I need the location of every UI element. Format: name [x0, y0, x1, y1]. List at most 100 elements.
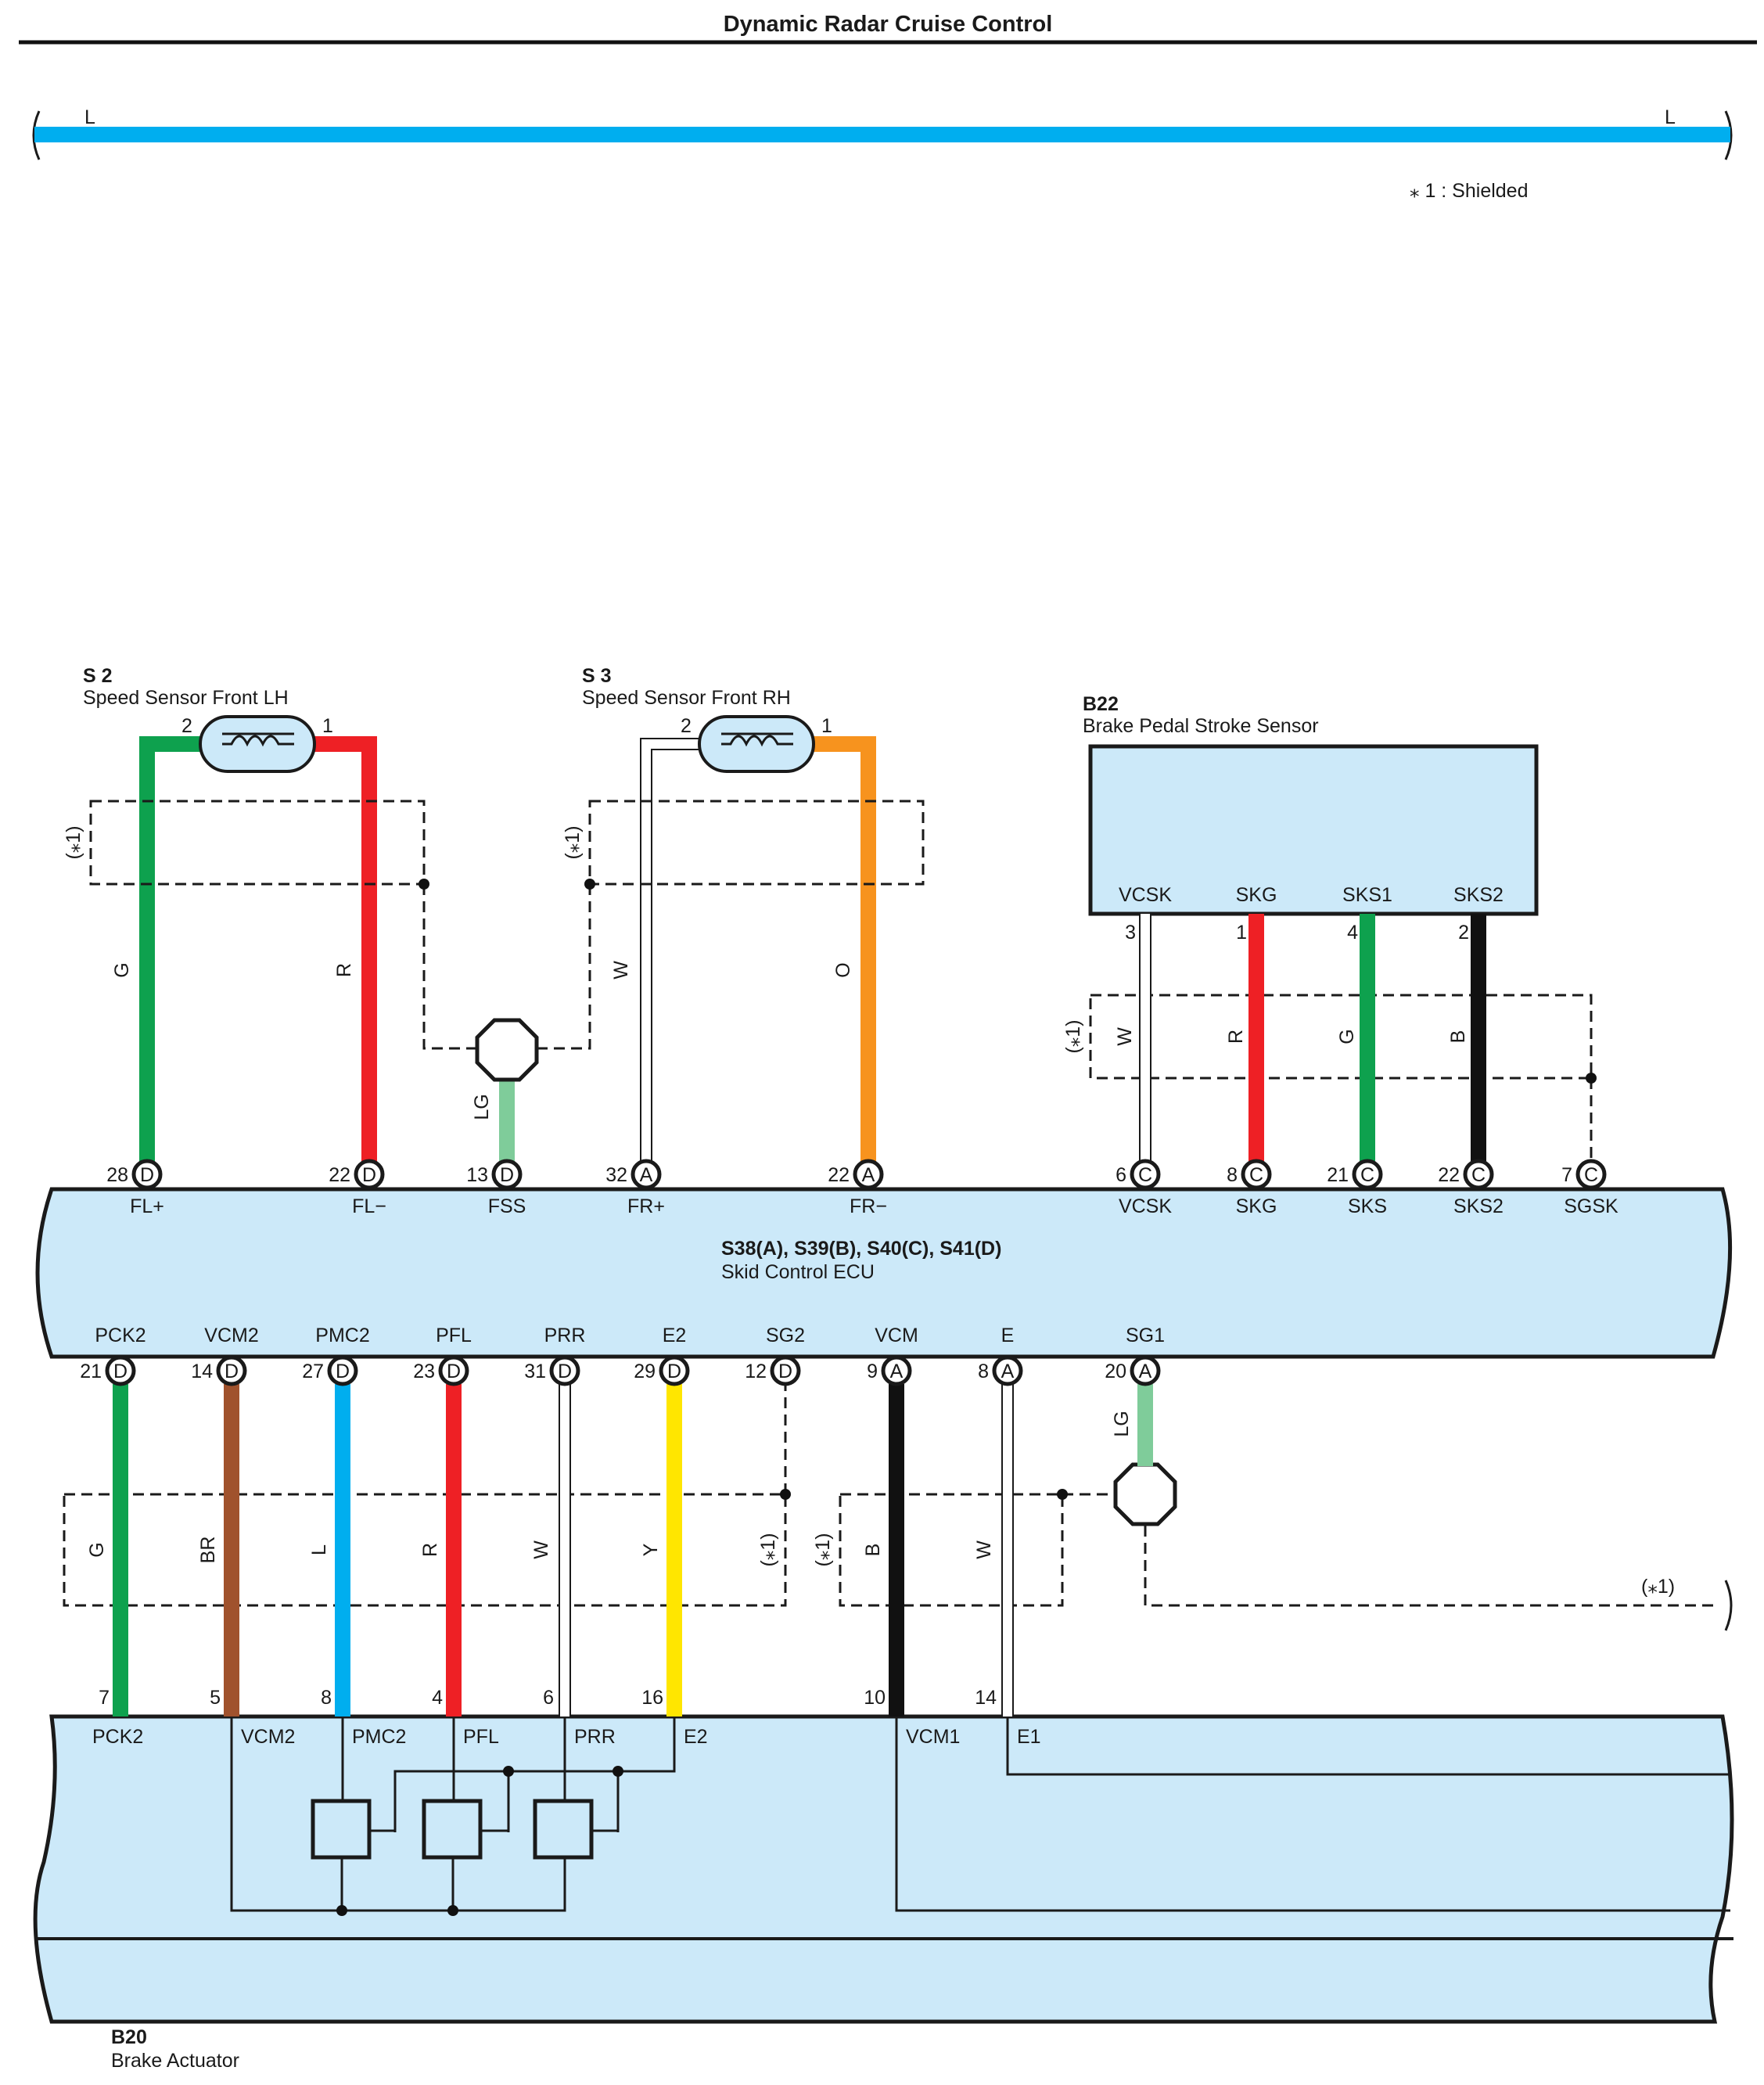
lower-pin-prr-circle: [549, 1355, 580, 1386]
legend-left-label: L: [84, 106, 95, 128]
lower-pin-pck2-circle: [105, 1355, 136, 1386]
upper-pin-skg-circle: [1241, 1159, 1272, 1190]
lower-pin-vcm-circle-letter: A: [890, 1361, 904, 1382]
ecu-name: Skid Control ECU: [721, 1261, 875, 1283]
shield-d-group-label: (⁎1): [757, 1533, 779, 1566]
upper-pin-fr-number: 32: [605, 1164, 627, 1186]
s2-shield-label: (⁎1): [63, 825, 84, 859]
upper-pin-sks2-color-label: B: [1447, 1030, 1469, 1044]
upper-pin-fl-number: 22: [329, 1164, 350, 1186]
lower-pin-pfl-circle: [438, 1355, 469, 1386]
upper-pin-vcsk-color-label: W: [1114, 1027, 1136, 1046]
upper-pin-sgsk-circle-letter: C: [1584, 1164, 1598, 1186]
b22-terminal-vcsk: VCSK: [1119, 884, 1172, 906]
b22-shield: [1089, 994, 1593, 1080]
upper-pin-fl-circle: [131, 1159, 163, 1190]
lower-pin-sg1-color-label: LG: [1111, 1411, 1133, 1436]
upper-pin-fl-color-label: R: [333, 963, 355, 977]
solenoid-3-icon: [533, 1799, 594, 1860]
lower-pin-vcm-circle: [881, 1355, 912, 1386]
upper-pin-skg-sensor-pin: 1: [1236, 922, 1247, 944]
s3-coil-icon: [721, 735, 793, 747]
lower-pin-pmc2-actuator-pin: 8: [321, 1687, 332, 1709]
lower-pin-e2-color-label: Y: [640, 1543, 662, 1556]
upper-pin-fss-color-label: LG: [471, 1094, 493, 1120]
s2-pin-2: 2: [181, 715, 192, 737]
b22-terminal-sks2: SKS2: [1453, 884, 1504, 906]
lower-pin-e-number: 8: [978, 1361, 989, 1382]
lower-pin-prr-color-label: W: [530, 1540, 552, 1559]
lower-pin-sg2-terminal: SG2: [766, 1325, 805, 1346]
upper-pin-sgsk-terminal: SGSK: [1564, 1195, 1618, 1217]
s2-coil-icon: [222, 735, 294, 747]
s2-sensor-body: [199, 715, 316, 773]
shield-note: ⁎ 1 : Shielded: [1410, 180, 1529, 202]
lower-pin-prr-actuator-pin: 6: [543, 1687, 554, 1709]
lower-pin-prr-circle-letter: D: [558, 1361, 572, 1382]
lower-wires: PCK27PCK2GD21VCM25VCM2BRD14PMC28PMC2LD27…: [80, 1325, 1165, 1748]
lower-pin-e-actuator-terminal: E1: [1017, 1726, 1041, 1748]
actuator-box: [33, 1714, 1734, 2024]
lower-pin-sg2-circle-letter: D: [778, 1361, 792, 1382]
b22-box: [1088, 744, 1539, 916]
upper-pin-sks2-sensor-pin: 2: [1458, 922, 1469, 944]
upper-pin-fss-terminal: FSS: [488, 1195, 526, 1217]
lower-pin-pmc2-color-label: L: [308, 1544, 330, 1555]
b22-terminal-skg: SKG: [1236, 884, 1277, 906]
lower-pin-vcm2-actuator-terminal: VCM2: [241, 1726, 295, 1748]
lower-pin-pck2-actuator-pin: 7: [99, 1687, 110, 1709]
upper-pin-sks2-number: 22: [1438, 1164, 1460, 1186]
upper-pin-sgsk-number: 7: [1561, 1164, 1572, 1186]
s3-code: S 3: [582, 665, 612, 687]
shield-d-group: [63, 1493, 787, 1607]
upper-pin-skg-number: 8: [1227, 1164, 1238, 1186]
s3-wire-w: [640, 738, 701, 1168]
fss-junction-octagon: [475, 1018, 539, 1082]
lower-pin-pmc2-number: 27: [302, 1361, 324, 1382]
brake-pedal-stroke-sensor: B22 Brake Pedal Stroke Sensor VCSK SKG S…: [1062, 693, 1597, 1159]
upper-pin-vcsk-number: 6: [1116, 1164, 1126, 1186]
lower-pin-vcm-actuator-pin: 10: [864, 1687, 886, 1709]
upper-pin-fr-circle-letter: A: [862, 1164, 875, 1186]
upper-pin-fss-circle: [491, 1159, 523, 1190]
upper-pin-skg-circle-letter: C: [1249, 1164, 1263, 1186]
upper-pin-vcsk-sensor-pin: 3: [1125, 922, 1136, 944]
ecu-code: S38(A), S39(B), S40(C), S41(D): [721, 1238, 1001, 1260]
lower-pin-prr-terminal: PRR: [544, 1325, 586, 1346]
lower-pin-pmc2-circle-letter: D: [336, 1361, 350, 1382]
b22-name: Brake Pedal Stroke Sensor: [1083, 715, 1319, 737]
lower-pin-pfl-color-label: R: [419, 1543, 441, 1557]
lower-pin-vcm2-actuator-pin: 5: [210, 1687, 221, 1709]
upper-pin-fl-terminal: FL−: [352, 1195, 386, 1217]
lower-pin-sg1-circle-letter: A: [1139, 1361, 1152, 1382]
lower-pin-pfl-actuator-terminal: PFL: [463, 1726, 499, 1748]
fss-ground-junction: [475, 1018, 539, 1168]
lower-pin-prr-number: 31: [524, 1361, 546, 1382]
solenoid-1-icon: [311, 1799, 372, 1860]
b22-code: B22: [1083, 693, 1119, 715]
lower-pin-vcm2-circle: [216, 1355, 247, 1386]
upper-pin-skg-color-label: R: [1225, 1030, 1247, 1044]
legend-right-label: L: [1665, 106, 1676, 128]
upper-pin-skg-terminal: SKG: [1236, 1195, 1277, 1217]
lower-pin-vcm-color-label: B: [862, 1544, 884, 1557]
sg1-shield-label: (⁎1): [1641, 1576, 1675, 1598]
upper-pin-fss-number: 13: [466, 1164, 488, 1186]
b20-code: B20: [111, 2026, 147, 2048]
lower-pin-prr-actuator-terminal: PRR: [574, 1726, 616, 1748]
sg1-junction-octagon: [1113, 1462, 1177, 1526]
skid-control-ecu: S38(A), S39(B), S40(C), S41(D) Skid Cont…: [35, 1187, 1733, 1359]
upper-pin-vcsk-circle: [1130, 1159, 1161, 1190]
lower-pin-e2-terminal: E2: [663, 1325, 687, 1346]
lower-pin-e-actuator-pin: 14: [975, 1687, 997, 1709]
upper-pin-fr-color-label: W: [610, 961, 632, 980]
b22-shield-label: (⁎1): [1062, 1019, 1084, 1053]
speed-sensor-front-lh: S 2 Speed Sensor Front LH 2 1 (⁎1): [63, 665, 479, 1168]
upper-pin-fl-terminal: FL+: [130, 1195, 164, 1217]
upper-pin-sks2-circle-letter: C: [1471, 1164, 1486, 1186]
upper-pin-sks-number: 21: [1327, 1164, 1349, 1186]
lower-pin-e2-circle: [659, 1355, 690, 1386]
lower-pin-pmc2-actuator-terminal: PMC2: [352, 1726, 406, 1748]
upper-pin-sks-circle-letter: C: [1360, 1164, 1374, 1186]
